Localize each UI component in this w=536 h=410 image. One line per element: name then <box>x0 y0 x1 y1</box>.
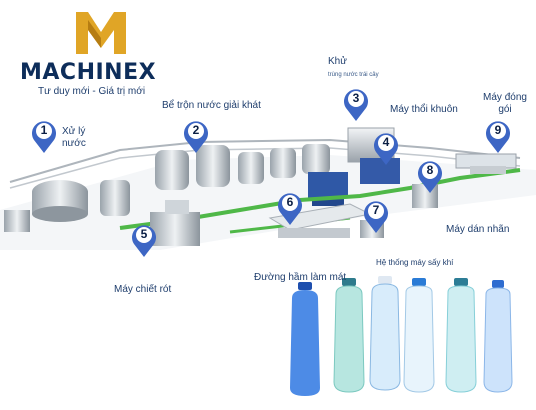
station-number: 6 <box>286 195 294 209</box>
station-label-3: Khử <box>328 56 347 67</box>
station-label-1: Xử lý nước <box>62 126 86 149</box>
location-pin-icon <box>374 133 398 165</box>
station-pin-5: 5 <box>130 222 158 258</box>
location-pin-icon <box>418 161 442 193</box>
station-number: 4 <box>382 135 390 149</box>
station-label-8: Máy dán nhãn <box>446 224 510 235</box>
location-pin-icon <box>184 121 208 153</box>
station-number: 7 <box>372 203 380 217</box>
station-pin-4: 4 <box>372 130 400 166</box>
location-pin-icon <box>32 121 56 153</box>
station-label-2: Bể trộn nước giải khát <box>162 100 261 111</box>
station-pin-8: 8 <box>416 158 444 194</box>
station-number: 9 <box>494 123 502 137</box>
station-pin-2: 2 <box>182 118 210 154</box>
location-pin-icon <box>278 193 302 225</box>
station-label-7: Hệ thống máy sấy khí <box>376 258 454 267</box>
location-pin-icon <box>364 201 388 233</box>
location-pin-icon <box>486 121 510 153</box>
station-number: 2 <box>192 123 200 137</box>
station-label-5: Máy chiết rót <box>114 284 172 295</box>
station-pin-1: 1 <box>30 118 58 154</box>
station-label-6: Đường hầm làm mát <box>254 272 347 283</box>
station-pin-9: 9 <box>484 118 512 154</box>
station-pin-3: 3 <box>342 86 370 122</box>
station-label-4: Máy thổi khuôn <box>390 104 458 115</box>
brand-name: MACHINEX <box>20 60 157 85</box>
station-pin-7: 7 <box>362 198 390 234</box>
station-sublabel-3: trùng nước trái cây <box>328 72 379 78</box>
brand-tagline: Tư duy mới - Giá trị mới <box>38 86 146 97</box>
location-pin-icon <box>132 225 156 257</box>
station-number: 3 <box>352 91 360 105</box>
station-pin-6: 6 <box>276 190 304 226</box>
station-label-9: Máy đóng gói <box>483 92 527 115</box>
station-number: 5 <box>140 227 148 241</box>
station-number: 8 <box>426 163 434 177</box>
bottles-illustration <box>290 276 513 396</box>
machinex-m-logo-icon <box>76 12 126 54</box>
location-pin-icon <box>344 89 368 121</box>
station-number: 1 <box>40 123 48 137</box>
